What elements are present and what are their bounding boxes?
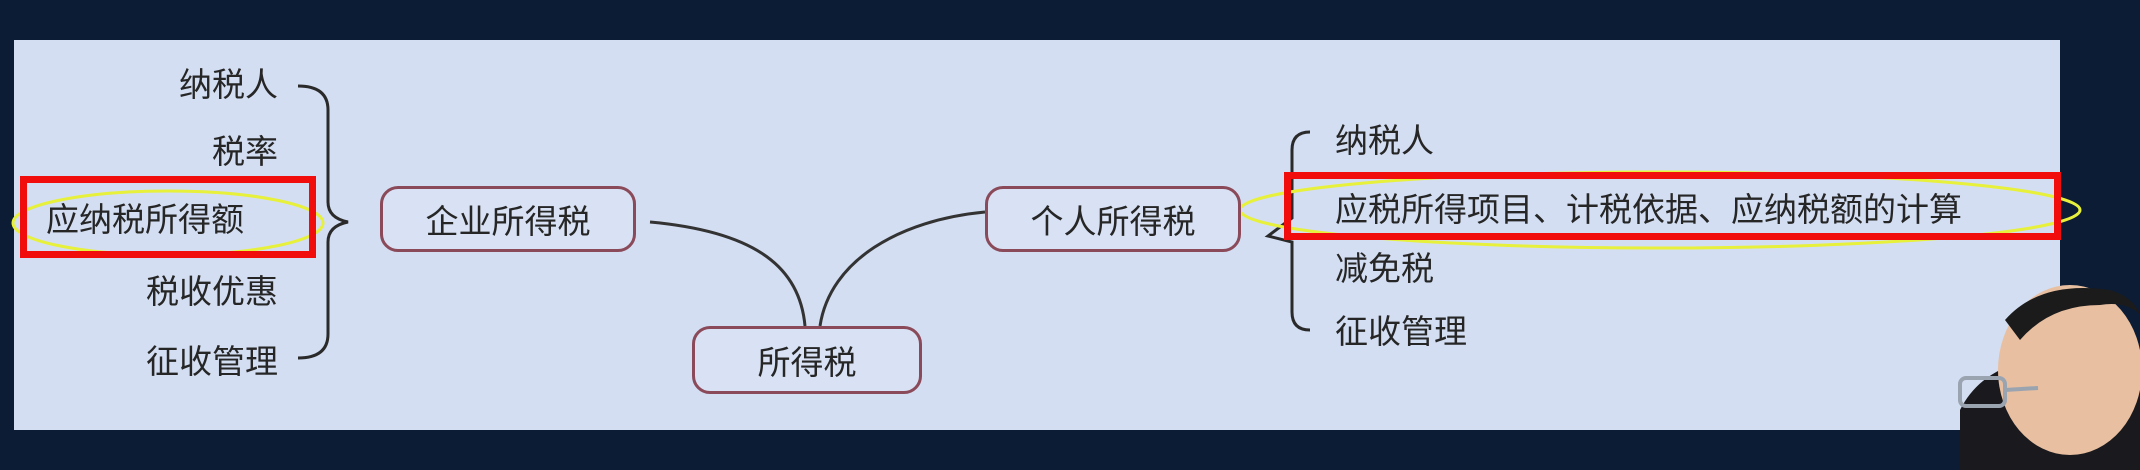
node-income-tax-root: 所得税: [692, 326, 922, 394]
presenter-figure: [1958, 285, 2140, 470]
enterprise-item-collection-management: 征收管理: [146, 342, 278, 381]
individual-item-taxable-items-basis-calculation: 应税所得项目、计税依据、应纳税额的计算: [1335, 190, 1962, 229]
enterprise-item-tax-rate: 税率: [212, 132, 278, 171]
individual-item-collection-management: 征收管理: [1335, 312, 1467, 351]
node-enterprise-income-tax: 企业所得税: [380, 186, 636, 252]
enterprise-item-taxable-income: 应纳税所得额: [46, 200, 244, 239]
curve-to-enterprise: [649, 220, 807, 327]
enterprise-item-taxpayer: 纳税人: [179, 65, 278, 104]
individual-item-tax-relief: 减免税: [1335, 249, 1434, 288]
individual-item-taxpayer: 纳税人: [1335, 121, 1434, 160]
curve-to-individual: [818, 210, 986, 327]
right-bracket: [1264, 130, 1311, 332]
node-individual-income-tax: 个人所得税: [985, 186, 1241, 252]
left-brace: [297, 84, 349, 360]
highlight-box-individual-calculation: [1284, 172, 2061, 240]
highlight-box-taxable-income: [20, 176, 316, 258]
enterprise-item-tax-incentives: 税收优惠: [146, 272, 278, 311]
